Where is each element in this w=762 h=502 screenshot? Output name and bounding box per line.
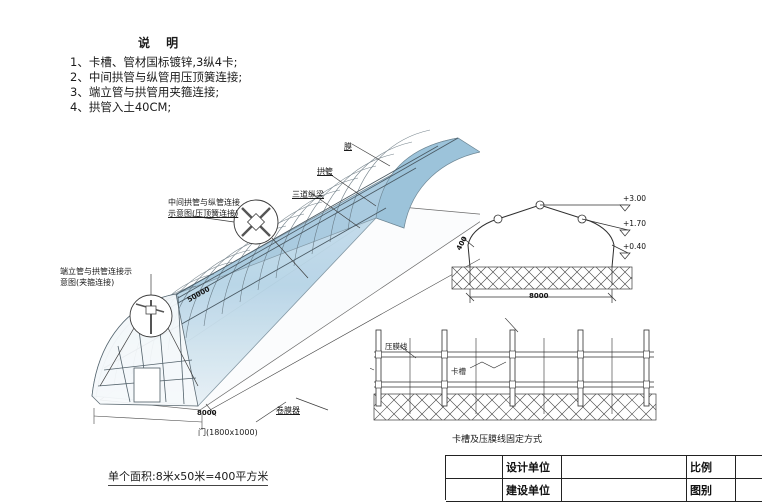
label-film-roller: 卷膜器 xyxy=(276,406,300,416)
title-block-cell-blank xyxy=(446,479,503,502)
title-block-label-design-unit: 设计单位 xyxy=(503,456,562,479)
note-line: 1、卡槽、管材国标镀锌,3纵4卡; xyxy=(66,55,356,70)
title-block: 设计单位 比例 建设单位 图别 xyxy=(445,455,762,500)
title-block-cell-blank xyxy=(446,456,503,479)
title-block-value-construction-unit[interactable] xyxy=(562,479,687,502)
elevation-mid: +1.70 xyxy=(623,219,646,228)
note-line: 3、端立管与拱管用夹箍连接; xyxy=(66,85,356,100)
title-block-table: 设计单位 比例 建设单位 图别 xyxy=(446,456,762,502)
title-block-label-scale: 比例 xyxy=(687,456,736,479)
elevation-top: +3.00 xyxy=(623,194,646,203)
greenhouse-door xyxy=(134,368,160,402)
ground-hatch xyxy=(452,267,632,289)
label-purlins: 三道纵梁 xyxy=(292,190,324,200)
label-door: 门(1800x1000) xyxy=(198,428,258,438)
dimension-width xyxy=(94,408,202,430)
arch-profile xyxy=(468,205,614,267)
label-film-wire: 压膜线 xyxy=(385,342,408,351)
area-note: 单个面积:8米x50米=400平方米 xyxy=(108,468,268,486)
span-dimension-text: 8000 xyxy=(529,292,548,300)
title-block-value-design-unit[interactable] xyxy=(562,456,687,479)
title-block-label-construction-unit: 建设单位 xyxy=(503,479,562,502)
notes-block: 说 明 1、卡槽、管材国标镀锌,3纵4卡; 2、中间拱管与纵管用压顶簧连接; 3… xyxy=(66,34,356,115)
table-row: 建设单位 图别 xyxy=(446,479,762,502)
notes-title: 说 明 xyxy=(66,34,356,51)
table-row: 设计单位 比例 xyxy=(446,456,762,479)
callout-mid-connection-line2: 示意图(压顶簧连接) xyxy=(168,209,238,219)
dimension-width-text: 8000 xyxy=(197,409,216,417)
callout-end-clamp-line1: 端立管与拱管连接示 xyxy=(60,267,132,277)
title-block-value-drawing-type[interactable] xyxy=(736,479,762,502)
title-block-value-scale[interactable] xyxy=(736,456,762,479)
callout-end-clamp-line2: 意图(夹箍连接) xyxy=(60,278,114,288)
title-block-label-drawing-type: 图别 xyxy=(687,479,736,502)
label-channel: 卡槽 xyxy=(451,367,466,376)
note-line: 2、中间拱管与纵管用压顶簧连接; xyxy=(66,70,356,85)
label-arch-pipe: 拱管 xyxy=(317,167,333,177)
purlin-nodes xyxy=(494,201,586,223)
label-film: 膜 xyxy=(344,142,352,152)
detail-caption: 卡槽及压膜线固定方式 xyxy=(452,432,542,445)
callout-mid-connection-line1: 中间拱管与纵管连接 xyxy=(168,198,240,208)
elevation-leaders xyxy=(540,205,630,259)
channel-wire-detail-view xyxy=(370,318,660,436)
elevation-low: +0.40 xyxy=(623,242,646,251)
